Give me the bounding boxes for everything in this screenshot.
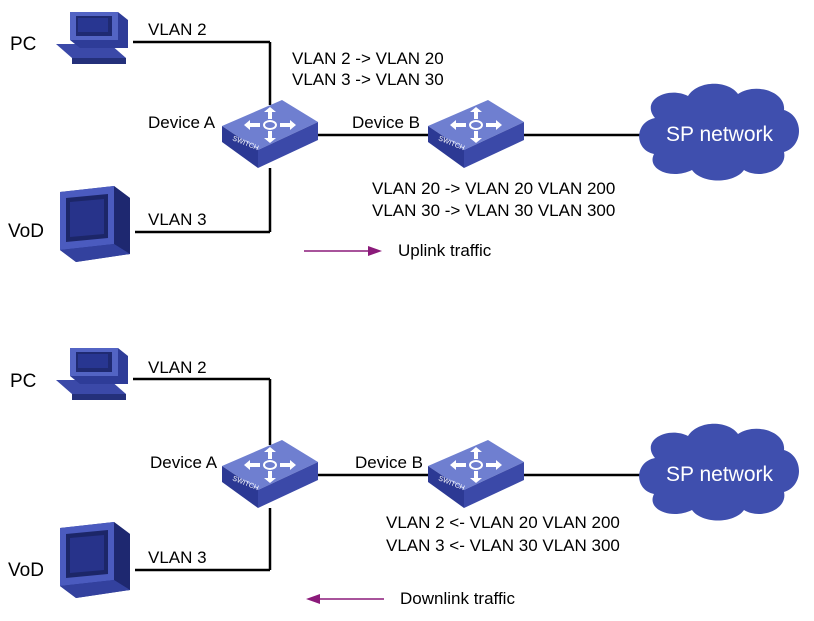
- top-device-b-label: Device B: [352, 113, 421, 132]
- bottom-mapping-b-line1: VLAN 2 <- VLAN 20 VLAN 200: [386, 513, 620, 532]
- bottom-diagram: SWITCH SWITCH: [56, 348, 799, 604]
- bottom-vod-vlan-label: VLAN 3: [148, 548, 207, 567]
- bottom-device-b-switch-icon: [427, 439, 525, 509]
- top-vod-label: VoD: [8, 221, 44, 242]
- top-device-b-switch-icon: [427, 99, 525, 169]
- top-legend-arrow-head: [368, 246, 382, 256]
- bottom-pc-vlan-label: VLAN 2: [148, 358, 207, 377]
- top-diagram: SWITCH SWITCH: [56, 12, 799, 262]
- bottom-pc-icon: [56, 348, 128, 400]
- top-mapping-b-line2: VLAN 30 -> VLAN 30 VLAN 300: [372, 201, 616, 220]
- top-device-a-switch-icon: [221, 99, 319, 169]
- bottom-pc-label: PC: [10, 371, 37, 392]
- top-pc-icon: [56, 12, 128, 64]
- bottom-device-b-label: Device B: [355, 453, 424, 472]
- top-legend-label: Uplink traffic: [398, 241, 492, 260]
- top-vod-icon: [60, 186, 130, 262]
- bottom-legend-label: Downlink traffic: [400, 589, 515, 608]
- top-vod-vlan-label: VLAN 3: [148, 210, 207, 229]
- top-mapping-b-line1: VLAN 20 -> VLAN 20 VLAN 200: [372, 179, 616, 198]
- bottom-vod-label: VoD: [8, 560, 44, 581]
- top-pc-label: PC: [10, 34, 37, 55]
- bottom-cloud-label: SP network: [666, 463, 773, 486]
- bottom-device-a-label: Device A: [150, 453, 218, 472]
- top-mapping-a-line2: VLAN 3 -> VLAN 30: [292, 70, 444, 89]
- bottom-cloud-shape: [639, 423, 799, 521]
- top-cloud-shape: [639, 83, 799, 181]
- bottom-legend-arrow-head: [306, 594, 320, 604]
- bottom-vod-icon: [60, 522, 130, 598]
- bottom-mapping-b-line2: VLAN 3 <- VLAN 30 VLAN 300: [386, 536, 620, 555]
- top-cloud-label: SP network: [666, 123, 773, 146]
- bottom-device-a-switch-icon: [221, 439, 319, 509]
- top-device-a-label: Device A: [148, 113, 216, 132]
- top-pc-vlan-label: VLAN 2: [148, 20, 207, 39]
- top-mapping-a-line1: VLAN 2 -> VLAN 20: [292, 49, 444, 68]
